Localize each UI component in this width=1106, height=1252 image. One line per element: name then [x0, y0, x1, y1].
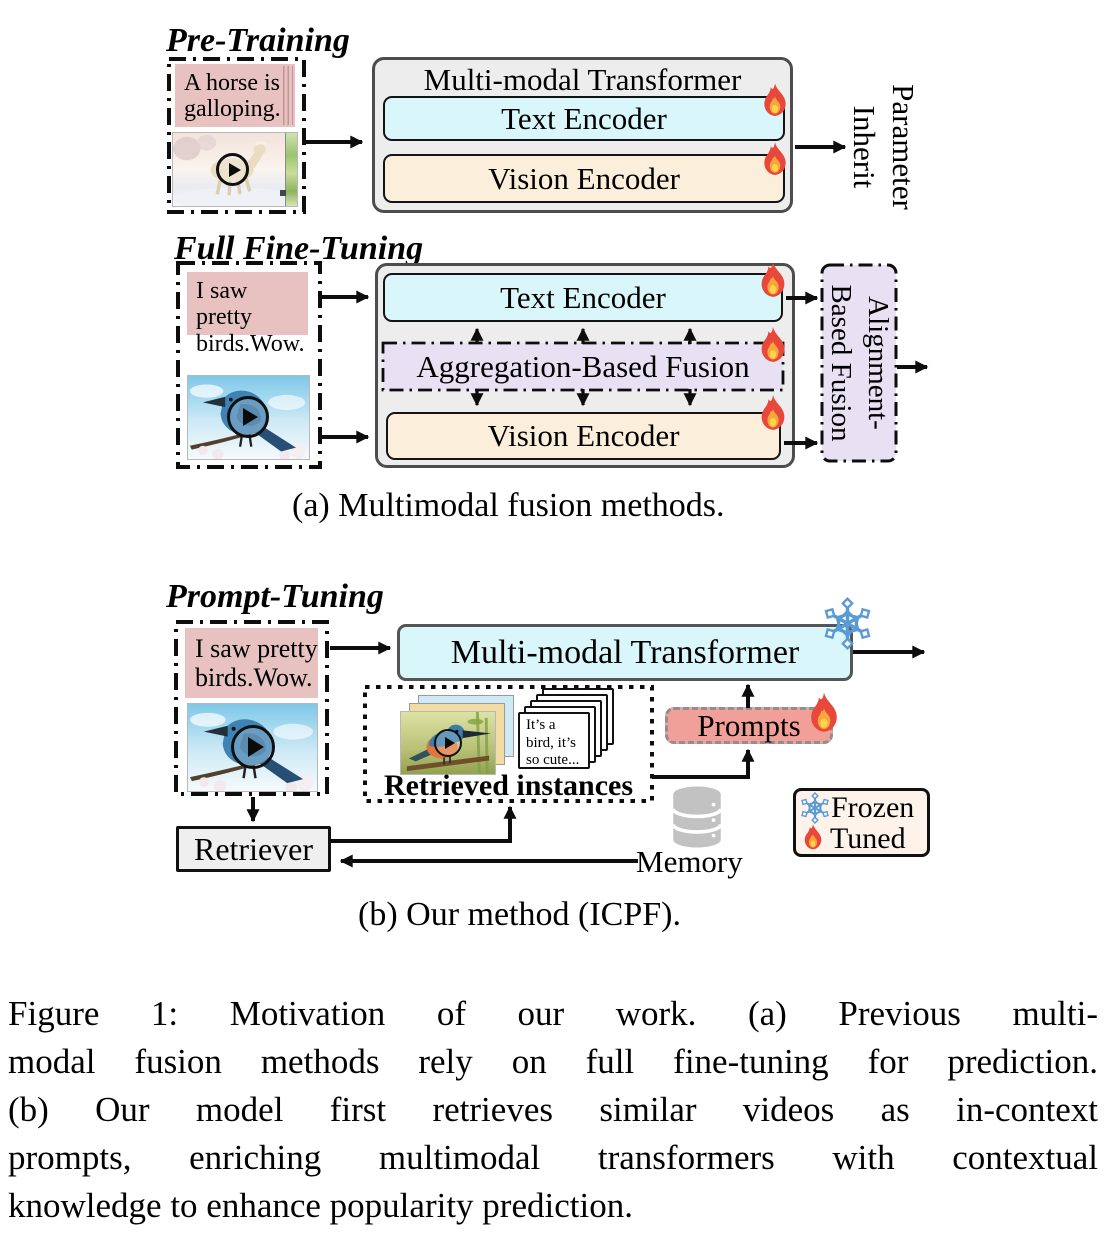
- flame-icon: [801, 823, 825, 854]
- memory-label: Memory: [636, 844, 743, 879]
- play-button-icon: [227, 396, 269, 438]
- stacked-pages-lines: [283, 66, 293, 125]
- legend-box: Frozen Tuned: [793, 788, 930, 857]
- finetuning-vision-encoder: Vision Encoder: [386, 412, 781, 460]
- pretraining-header: Pre-Training: [166, 22, 350, 59]
- pretraining-vision-encoder: Vision Encoder: [383, 154, 785, 203]
- legend-frozen-row: Frozen: [799, 790, 924, 824]
- retriever-box: Retriever: [176, 826, 331, 872]
- memory-database-icon: [671, 786, 723, 848]
- finetuning-text-encoder: Text Encoder: [383, 273, 783, 322]
- figure-caption-line: knowledge to enhance popularity predicti…: [8, 1186, 633, 1225]
- legend-tuned-row: Tuned: [799, 821, 924, 855]
- play-button-icon: [231, 725, 275, 769]
- caption-b: (b) Our method (ICPF).: [358, 896, 681, 933]
- legend-tuned-label: Tuned: [830, 821, 906, 855]
- elbow-arrow: [652, 748, 755, 779]
- figure-caption-line: Figure 1: Motivation of our work. (a) Pr…: [8, 994, 1098, 1033]
- retrieved-instances-label: Retrieved instances: [383, 769, 634, 802]
- prompts-box: Prompts: [665, 707, 833, 744]
- legend-frozen-label: Frozen: [831, 790, 915, 824]
- play-button-icon: [434, 729, 462, 757]
- figure-caption-line: (b) Our model first retrieves similar vi…: [8, 1090, 1098, 1129]
- prompttuning-transformer: Multi-modal Transformer: [397, 624, 853, 681]
- figure-caption-line: prompts, enriching multimodal transforme…: [8, 1138, 1098, 1177]
- video-filmstrip: [280, 133, 297, 206]
- elbow-arrow: [331, 805, 517, 843]
- snowflake-icon: [799, 792, 831, 824]
- finetuning-header: Full Fine-Tuning: [174, 230, 424, 267]
- prompttuning-header: Prompt-Tuning: [166, 578, 384, 615]
- caption-a: (a) Multimodal fusion methods.: [292, 487, 725, 524]
- figure-caption: Figure 1: Motivation of our work. (a) Pr…: [8, 990, 1098, 1230]
- pretraining-transformer-title: Multi-modal Transformer: [423, 62, 742, 97]
- pretraining-text-encoder: Text Encoder: [383, 96, 785, 141]
- figure-caption-line: modal fusion methods rely on full fine-t…: [8, 1042, 1098, 1081]
- aggregation-based-fusion: Aggregation-Based Fusion: [383, 343, 783, 390]
- alignment-based-fusion-label: Alignment-Based Fusion: [825, 284, 894, 442]
- play-button-icon: [216, 153, 249, 186]
